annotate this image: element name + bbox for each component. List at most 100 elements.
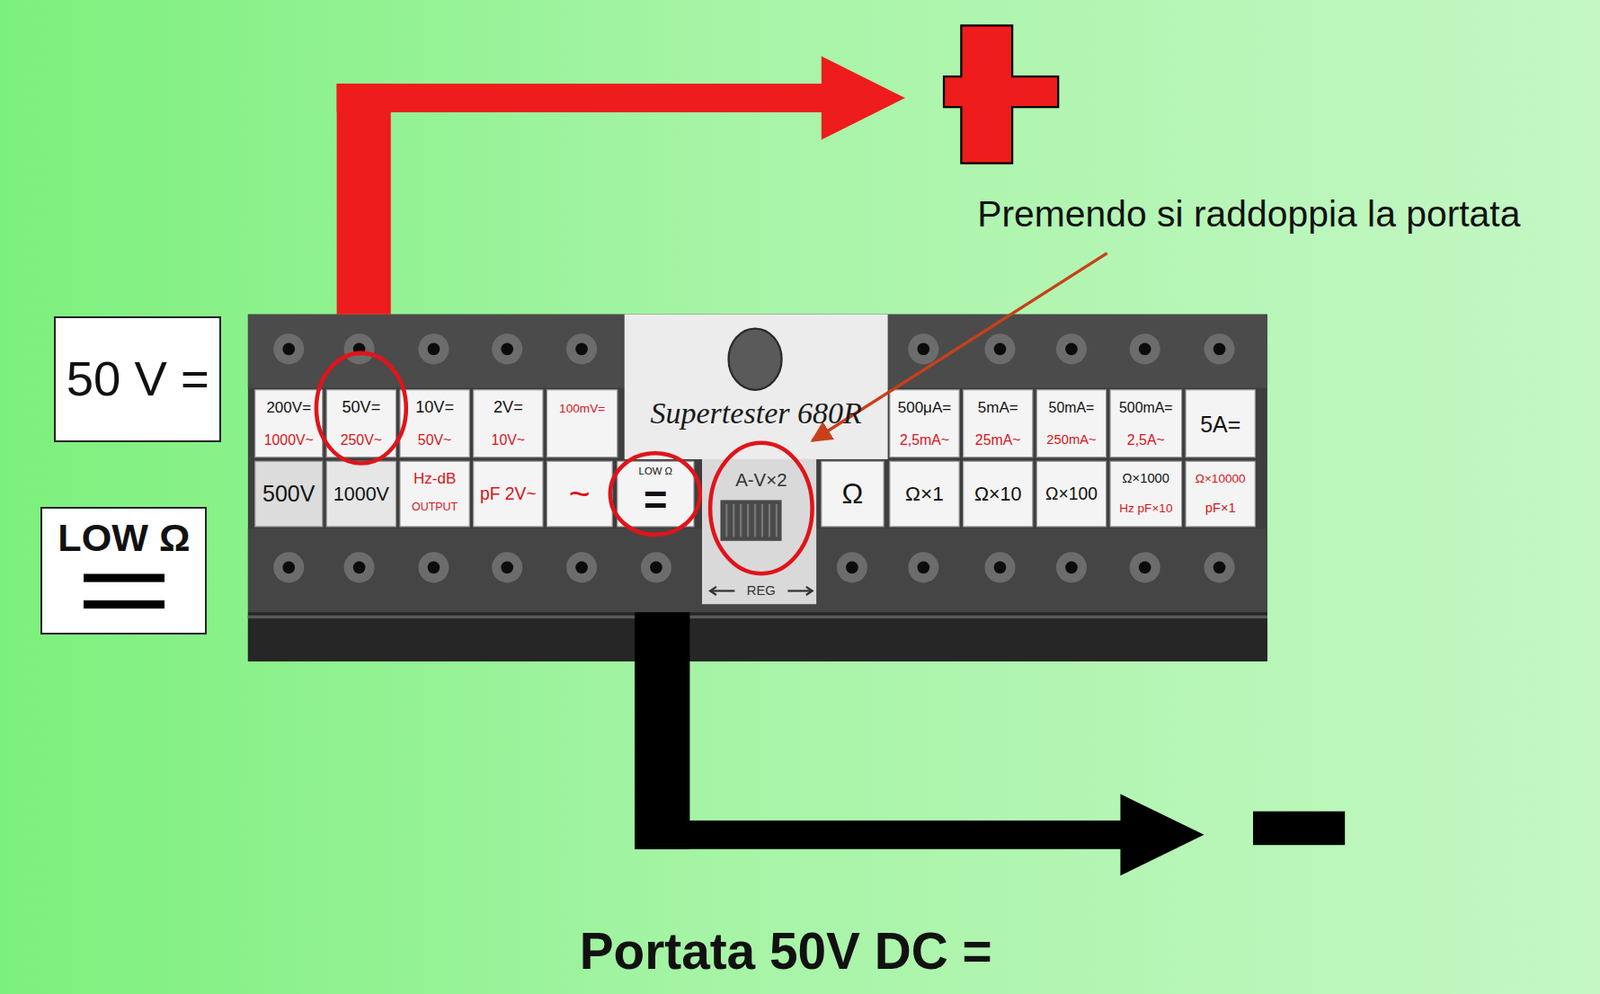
- range-cell: [1036, 461, 1106, 527]
- panel-marking: pF×1: [1205, 500, 1236, 516]
- label-slot: 10V~: [473, 424, 543, 455]
- label-slot: REG: [739, 579, 783, 603]
- label-slot: Supertester 680R: [624, 387, 889, 439]
- adjust-knob: [728, 328, 783, 391]
- label-slot: 200V=: [255, 392, 323, 424]
- label-slot: Ω×1: [889, 462, 960, 525]
- equals-bar: [83, 574, 166, 583]
- range-cell: [400, 461, 470, 527]
- label-slot: 25mA~: [963, 424, 1033, 455]
- label-slot: 2,5A~: [1110, 424, 1182, 455]
- panel-base-strip: [248, 612, 1268, 662]
- socket-hole: [1065, 343, 1078, 356]
- label-slot: 500μA=: [889, 392, 960, 424]
- reg-arrow: [710, 589, 735, 592]
- label-slot: =: [617, 477, 694, 525]
- panel-marking: Ω: [842, 478, 864, 510]
- label-slot: pF×1: [1185, 493, 1255, 523]
- terminal-socket: [984, 551, 1015, 583]
- label-slot: 50V=: [326, 392, 396, 424]
- panel-marking: 2,5A~: [1127, 432, 1165, 448]
- range-cell: [821, 461, 884, 527]
- socket-hole: [282, 561, 295, 575]
- panel-marking: 5mA=: [977, 400, 1019, 418]
- plus-sign: [943, 25, 1058, 163]
- socket-hole: [575, 343, 588, 356]
- terminal-socket: [491, 333, 523, 365]
- panel-marking: 10V=: [415, 399, 454, 418]
- low-ohm-box: LOW Ω: [40, 506, 207, 635]
- terminal-socket: [1129, 333, 1161, 365]
- socket-hole: [845, 561, 859, 575]
- terminal-socket: [984, 333, 1015, 365]
- range-cell: [617, 461, 694, 527]
- panel-marking: 10V~: [491, 432, 526, 448]
- terminal-socket: [1204, 551, 1236, 583]
- label-slot: Hz pF×10: [1110, 493, 1182, 523]
- panel-marking: 1000V~: [264, 432, 314, 448]
- label-slot: A-V×2: [714, 464, 809, 498]
- brand-plate: [624, 314, 889, 460]
- panel-marking: Ω×100: [1045, 484, 1098, 504]
- label-slot: 2V=: [473, 392, 543, 424]
- range-cell: [1110, 390, 1182, 458]
- terminal-socket: [344, 333, 375, 365]
- switch-label: A-V×2: [735, 470, 787, 490]
- socket-hole: [1138, 561, 1152, 575]
- label-slot: Ω×10000: [1185, 462, 1255, 494]
- panel-marking: 50mA=: [1048, 400, 1095, 416]
- socket-hole: [500, 561, 514, 575]
- label-slot: 1000V: [326, 462, 396, 525]
- socket-hole: [1138, 343, 1152, 356]
- range-cell: [473, 461, 543, 527]
- range-cell: [400, 390, 470, 458]
- terminal-socket: [836, 551, 868, 583]
- slider-ridge: [761, 504, 764, 537]
- socket-hole: [575, 561, 588, 575]
- equals-bar: [83, 600, 166, 609]
- panel-marking: ~: [568, 473, 591, 515]
- range-cell: [1110, 461, 1182, 527]
- slider-ridge: [775, 504, 778, 537]
- panel-marking: 250V~: [340, 432, 383, 448]
- minus-sign: [1253, 811, 1345, 845]
- label-slot: 250V~: [326, 424, 396, 455]
- reg-arrowhead: [710, 586, 717, 596]
- label-slot: LOW Ω: [617, 462, 694, 480]
- panel-marking: Ω×1000: [1122, 471, 1170, 486]
- switch-label: REG: [746, 583, 776, 598]
- label-slot: 500V: [255, 462, 323, 525]
- label-slot: 5A=: [1185, 392, 1255, 456]
- socket-hole: [427, 561, 441, 575]
- red-arrowhead: [821, 55, 906, 140]
- terminal-socket: [417, 333, 449, 365]
- panel-edge-highlight: [248, 615, 1268, 619]
- black-arrowhead: [1120, 793, 1204, 876]
- terminal-socket: [344, 551, 375, 583]
- label-slot: Ω×100: [1036, 462, 1106, 525]
- panel-marking: 50V=: [341, 399, 381, 418]
- label-slot: pF 2V~: [473, 462, 543, 525]
- red-arrow-shaft: [337, 83, 827, 113]
- slider-plate: [702, 459, 817, 605]
- terminal-socket: [907, 333, 939, 365]
- range-cell: [546, 461, 613, 527]
- label-slot: Ω: [821, 462, 884, 525]
- slider-ridge: [739, 504, 742, 537]
- panel-marking: 200V=: [266, 400, 312, 418]
- socket-hole: [427, 343, 441, 356]
- panel-marking: 2V=: [493, 399, 524, 418]
- label-slot: Ω×1000: [1110, 462, 1182, 494]
- caption: Portata 50V DC =: [579, 924, 993, 980]
- panel-marking: 100mV=: [559, 401, 605, 416]
- terminal-socket: [566, 333, 597, 365]
- panel-marking: =: [643, 478, 668, 524]
- label-slot: Premendo si raddoppia la portata: [977, 188, 1595, 240]
- slider-switch: [720, 499, 782, 541]
- panel-marking: 1000V: [333, 483, 390, 506]
- range-cell: [255, 461, 323, 527]
- label-slot: 100mV=: [546, 392, 617, 424]
- panel-body: [248, 314, 1268, 662]
- highlight-circle: [316, 353, 407, 464]
